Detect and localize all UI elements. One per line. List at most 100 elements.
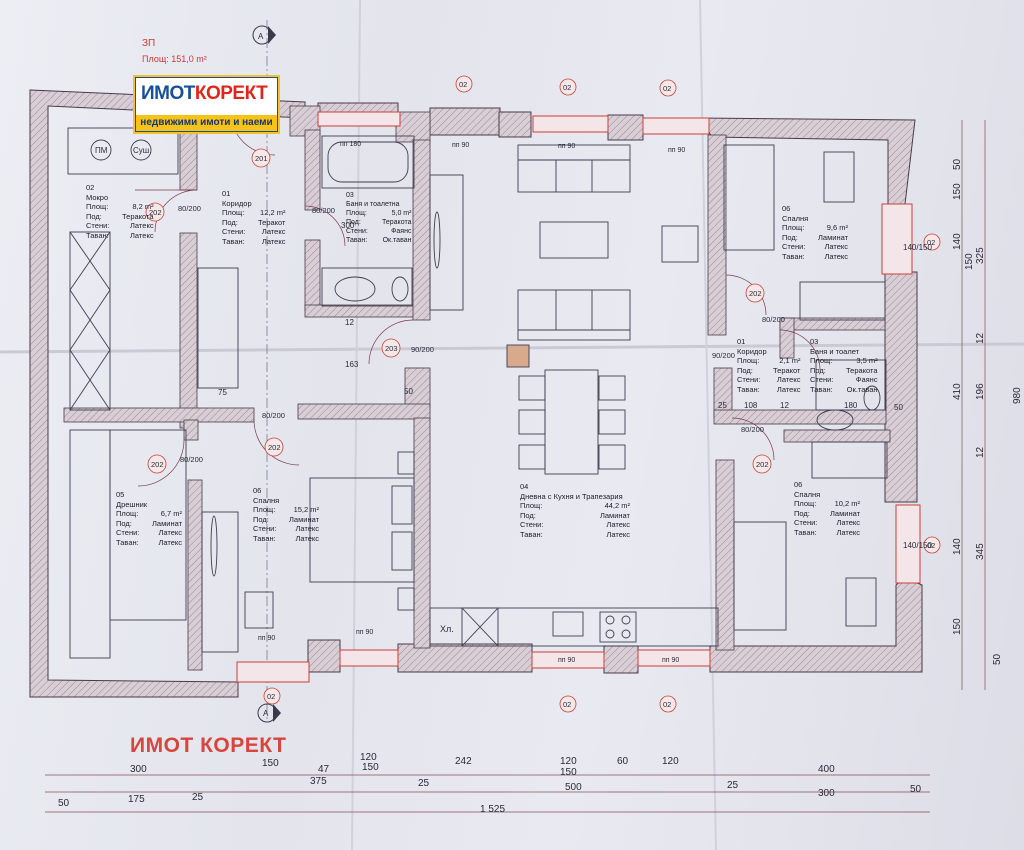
room-walls: Латекс xyxy=(158,528,183,537)
section-marker-top xyxy=(252,25,276,45)
tv-icon xyxy=(210,515,218,577)
tv-icon xyxy=(433,211,441,269)
door-size: 80/200 xyxy=(741,425,764,434)
desk-chair xyxy=(845,577,877,627)
outer-wall-top-segment xyxy=(607,114,644,141)
window-code: 02 xyxy=(663,700,671,709)
room-area: 3,5 m² xyxy=(856,356,878,365)
dim-col2: 345 xyxy=(975,543,986,560)
room-ceiling: Латекс xyxy=(836,527,861,537)
floor-label: Под: xyxy=(520,510,536,520)
sill-labels: пп 180 пп 90 пп 90 пп 90 пп 90 пп 90 пп … xyxy=(258,141,685,664)
floor-label: Под: xyxy=(116,518,132,528)
ceiling-label: Таван: xyxy=(520,529,543,539)
door-swing xyxy=(154,189,198,233)
desk-chair xyxy=(823,151,855,203)
floor-title: ЗП xyxy=(142,38,156,49)
room-walls: Латекс xyxy=(295,524,320,533)
inner-wall xyxy=(187,479,203,671)
double-bed xyxy=(309,477,415,583)
floor-label: Под: xyxy=(794,508,810,518)
outer-wall-top-segment xyxy=(498,111,532,138)
room-number: 03 xyxy=(346,192,354,199)
washer-icon xyxy=(90,139,112,161)
area-label: Площ: xyxy=(253,505,276,514)
dim-col1: 150 xyxy=(952,183,963,200)
coffee-table xyxy=(539,221,609,259)
room-walls: Фаянс xyxy=(391,228,412,235)
door-size-labels: 80/200 80/200 80/200 90/200 80/200 80/20… xyxy=(178,204,785,464)
room-floor: Ламинат xyxy=(818,232,849,242)
room-floor: Теракота xyxy=(122,211,154,221)
dim-row3: 1 525 xyxy=(480,804,505,815)
washer-label: ПМ xyxy=(95,146,108,155)
area-label: Площ: xyxy=(222,208,245,217)
room-number: 01 xyxy=(222,189,231,198)
floor-label: Под: xyxy=(346,219,361,226)
inner-wall xyxy=(707,134,727,336)
living-room-furniture xyxy=(429,144,719,647)
room-number: 01 xyxy=(737,337,746,346)
window xyxy=(637,649,711,667)
sink-unit xyxy=(461,607,499,647)
dim-col1: 150 xyxy=(952,618,963,635)
outer-wall-right xyxy=(884,271,918,503)
dim-col1: 150 xyxy=(964,253,975,270)
sofa-bottom xyxy=(517,289,631,341)
room-area: 9,6 m² xyxy=(826,223,849,232)
right-dimension-lines xyxy=(961,120,986,690)
dim-col1: 140 xyxy=(952,538,963,555)
stove-icon xyxy=(599,611,637,643)
dryer-icon xyxy=(130,139,152,161)
walls-label: Стени: xyxy=(253,524,277,533)
single-bed-bottom xyxy=(733,521,787,631)
door-code: 202 xyxy=(268,443,281,452)
ceiling-label: Таван: xyxy=(116,537,139,547)
ceiling-label: Таван: xyxy=(86,230,109,240)
dim-col1: 12 xyxy=(975,446,986,458)
inner-wall xyxy=(404,367,431,409)
dim-row3: 50 xyxy=(910,784,922,795)
room-label-closet: 05 Дрешник Площ:6,7 m² Под:Ламинат Стени… xyxy=(116,490,182,547)
ceiling-label: Таван: xyxy=(253,533,276,543)
window xyxy=(881,203,913,275)
walls-label: Стени: xyxy=(116,528,140,537)
window xyxy=(531,651,605,669)
right-dimensions: 50 150 140 150 410 12 196 12 140 150 50 … xyxy=(952,158,1023,665)
door-size: 80/200 xyxy=(312,206,335,215)
inner-wall xyxy=(179,129,198,191)
room-name: Баня и тоалетна xyxy=(346,201,400,208)
room-number: 03 xyxy=(810,337,819,346)
floor-label: Под: xyxy=(737,365,753,375)
inner-wall xyxy=(412,139,431,321)
window-code: 02 xyxy=(267,692,275,701)
sill-label: пп 180 xyxy=(340,141,361,148)
window-codes: 02 02 02 02 02 02 02 02 xyxy=(263,75,941,713)
room-name: Мокро xyxy=(86,192,109,202)
room-label-corridor-right: 01 Коридор Площ:2,1 m² Под:Теракот Стени… xyxy=(737,337,800,394)
room-area: 5,0 m² xyxy=(391,210,412,217)
walls-label: Стени: xyxy=(782,242,806,251)
sill-label: пп 90 xyxy=(558,657,575,664)
window-code: 02 xyxy=(927,238,935,247)
dim-row2: 25 xyxy=(727,780,739,791)
toilet-icon xyxy=(391,276,409,302)
room-ceiling: Латекс xyxy=(295,533,320,543)
door-size: 90/200 xyxy=(411,345,434,354)
room-area: 6,7 m² xyxy=(160,509,183,518)
area-label: Площ: xyxy=(737,356,760,365)
walls-label: Стени: xyxy=(346,228,368,235)
room-floor: Теракот xyxy=(773,365,801,375)
room-floor: Теракот xyxy=(258,217,286,227)
dim-row2: 500 xyxy=(565,782,582,793)
area-label: Площ: xyxy=(520,501,543,510)
logo-brand-main: ИМОТ xyxy=(141,83,195,104)
tv-stand xyxy=(429,174,464,311)
door-code: 202 xyxy=(756,460,769,469)
room-label-bathroom: 03 Баня и тоалетна Площ:5,0 m² Под:Терак… xyxy=(346,191,411,245)
door-code: 203 xyxy=(385,344,398,353)
floor-label: Под: xyxy=(222,217,238,227)
dim-row1b: 150 xyxy=(560,767,577,778)
sink-icon xyxy=(334,276,376,302)
